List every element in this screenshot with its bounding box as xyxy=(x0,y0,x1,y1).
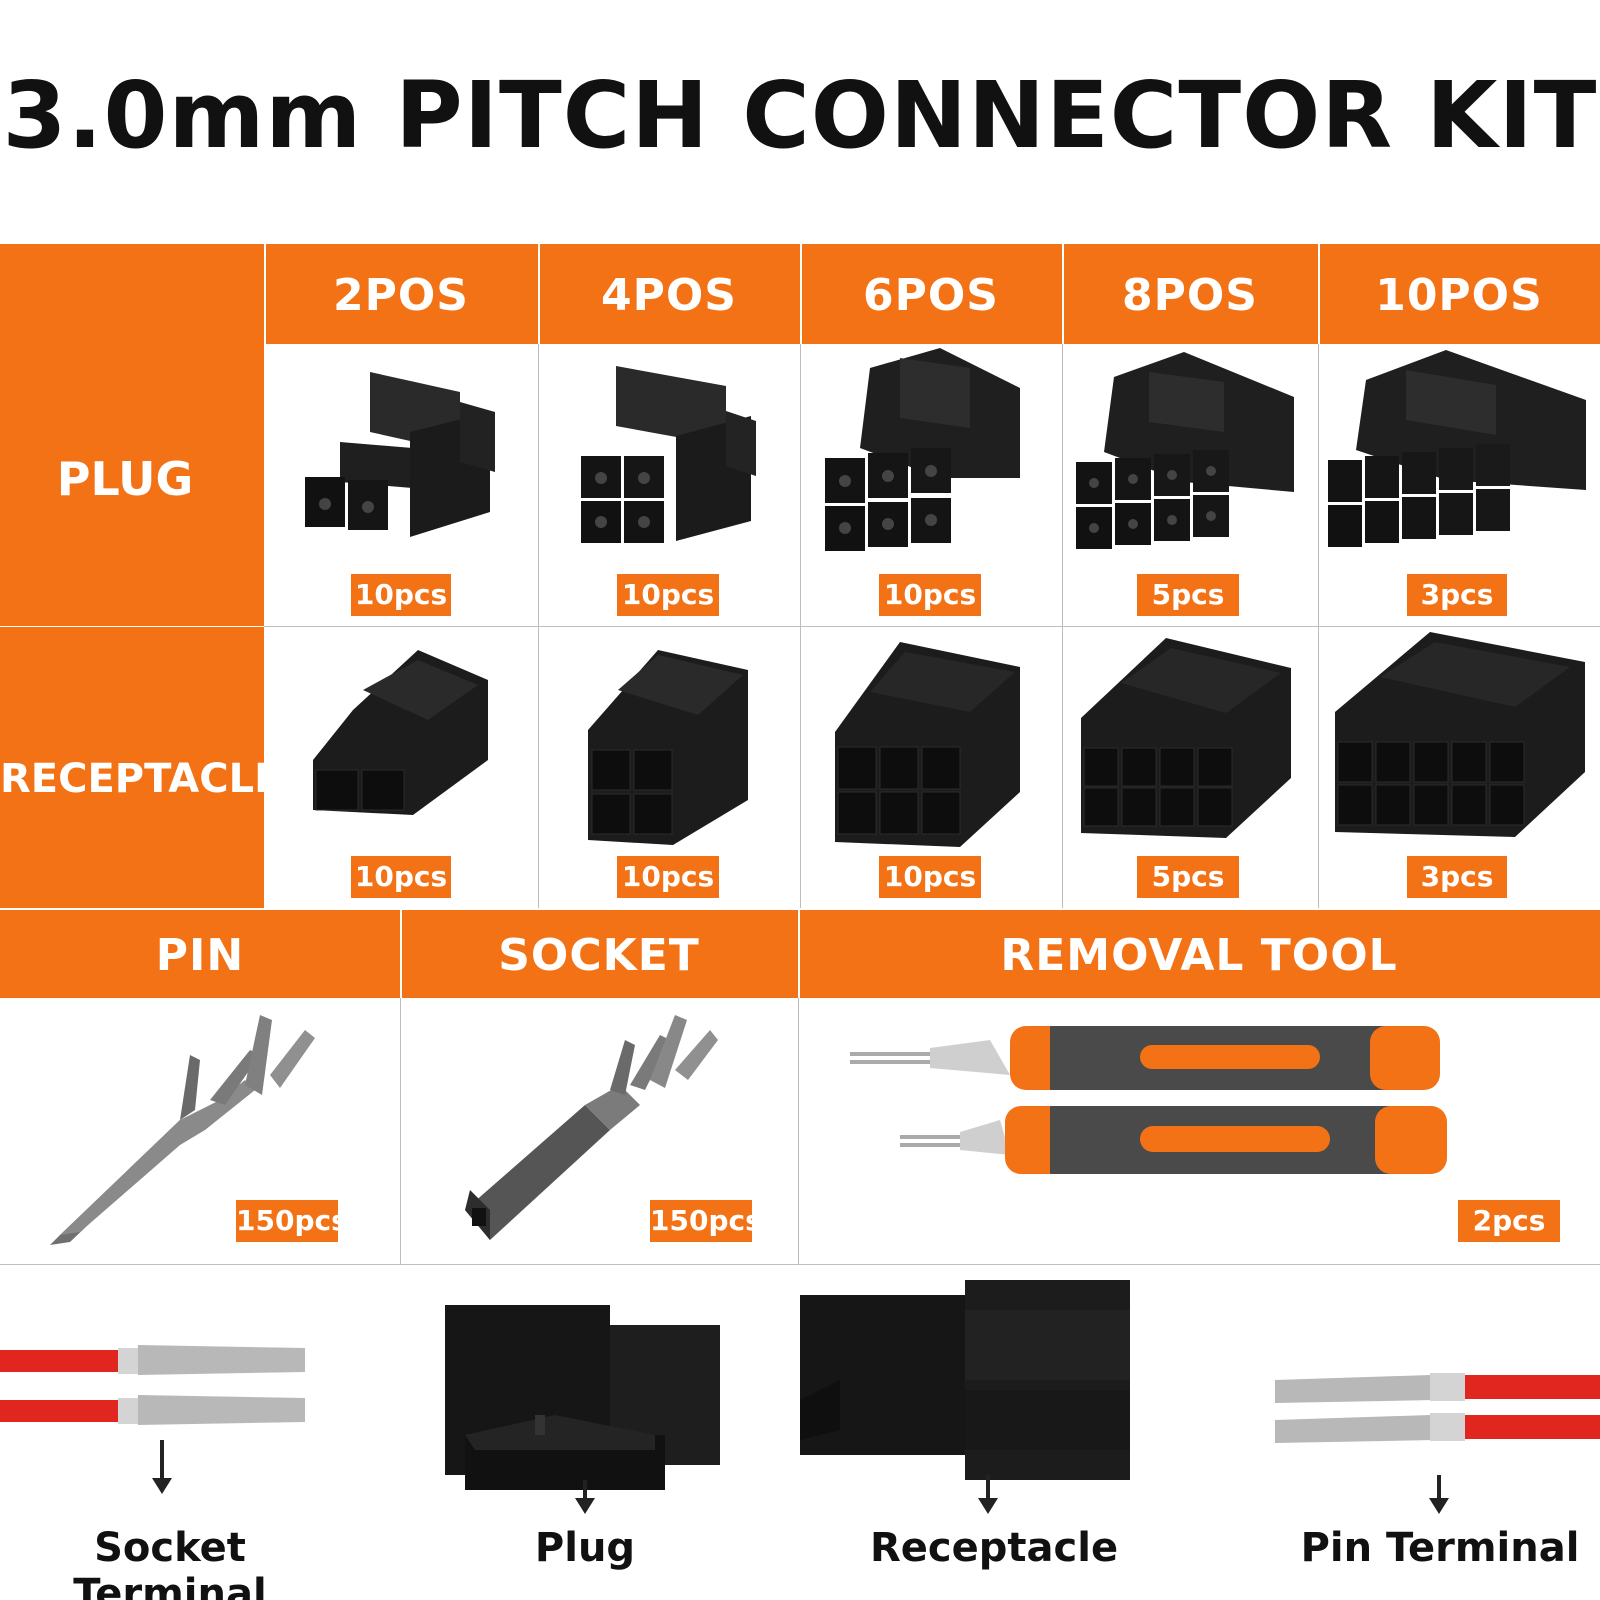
column-header-10pos: 10POS xyxy=(1375,270,1543,321)
receptacle-4pos-image xyxy=(588,650,748,845)
arrow-down-icon xyxy=(152,1440,172,1494)
plug-2pos-count: 10pcs xyxy=(351,574,451,616)
pin-count: 150pcs xyxy=(236,1200,348,1242)
row-label-receptacle: RECEPTACLE xyxy=(0,756,282,802)
plug-assembly-image xyxy=(445,1305,720,1490)
receptacle-6pos-count: 10pcs xyxy=(879,856,981,898)
plug-8pos-image xyxy=(1076,352,1294,549)
column-header-6pos: 6POS xyxy=(863,270,999,321)
receptacle-10pos-image xyxy=(1335,632,1585,837)
accessory-header-bar xyxy=(0,910,1600,998)
arrow-down-icon xyxy=(978,1475,998,1514)
label-socket-terminal: Socket Terminal xyxy=(73,1525,267,1600)
label-receptacle: Receptacle xyxy=(870,1525,1119,1571)
column-header-8pos: 8POS xyxy=(1122,270,1258,321)
removal-tool-count: 2pcs xyxy=(1458,1200,1560,1242)
accessory-header-socket: SOCKET xyxy=(498,930,700,981)
receptacle-2pos-image xyxy=(313,650,488,815)
grid-line xyxy=(1318,244,1320,344)
grid-line xyxy=(264,244,266,908)
receptacle-10pos-count: 3pcs xyxy=(1407,856,1507,898)
column-header-2pos: 2POS xyxy=(333,270,469,321)
plug-8pos-count: 5pcs xyxy=(1137,574,1239,616)
row-label-receptacle-bg xyxy=(0,626,264,908)
socket-count: 150pcs xyxy=(650,1200,762,1242)
row-label-plug-bg xyxy=(0,344,264,626)
grid-line xyxy=(0,1264,1600,1265)
plug-2pos-image xyxy=(305,372,495,537)
grid-line xyxy=(264,626,1600,627)
removal-tool-image xyxy=(850,1026,1447,1174)
row-label-plug: PLUG xyxy=(56,452,194,506)
plug-6pos-count: 10pcs xyxy=(879,574,981,616)
column-header-4pos: 4POS xyxy=(601,270,737,321)
receptacle-4pos-count: 10pcs xyxy=(617,856,719,898)
grid-line xyxy=(400,910,402,998)
grid-line xyxy=(798,998,799,1264)
socket-terminal-wires-image xyxy=(0,1345,305,1425)
receptacle-2pos-count: 10pcs xyxy=(351,856,451,898)
socket-terminal-image xyxy=(465,1015,718,1240)
accessory-header-removal-tool: REMOVAL TOOL xyxy=(1000,930,1398,981)
receptacle-6pos-image xyxy=(835,642,1020,847)
grid-line xyxy=(800,244,802,344)
receptacle-8pos-image xyxy=(1081,638,1291,838)
grid-line xyxy=(400,998,401,1264)
plug-6pos-image xyxy=(825,348,1020,551)
receptacle-assembly-image xyxy=(800,1280,1130,1480)
label-pin-terminal: Pin Terminal xyxy=(1300,1525,1580,1571)
label-plug: Plug xyxy=(534,1525,636,1571)
accessory-header-pin: PIN xyxy=(155,930,245,981)
plug-10pos-image xyxy=(1328,350,1586,547)
plug-10pos-count: 3pcs xyxy=(1407,574,1507,616)
arrow-down-icon xyxy=(575,1480,595,1514)
pin-terminal-wires-image xyxy=(1275,1373,1600,1443)
grid-line xyxy=(0,626,264,627)
pin-terminal-image xyxy=(50,1015,315,1245)
plug-4pos-image xyxy=(581,366,756,543)
arrow-down-icon xyxy=(1429,1475,1449,1514)
page-title: 3.0mm PITCH CONNECTOR KIT xyxy=(2,62,1598,169)
plug-4pos-count: 10pcs xyxy=(617,574,719,616)
grid-line xyxy=(1062,244,1064,344)
grid-line xyxy=(798,910,800,998)
grid-line xyxy=(538,244,540,344)
receptacle-8pos-count: 5pcs xyxy=(1137,856,1239,898)
